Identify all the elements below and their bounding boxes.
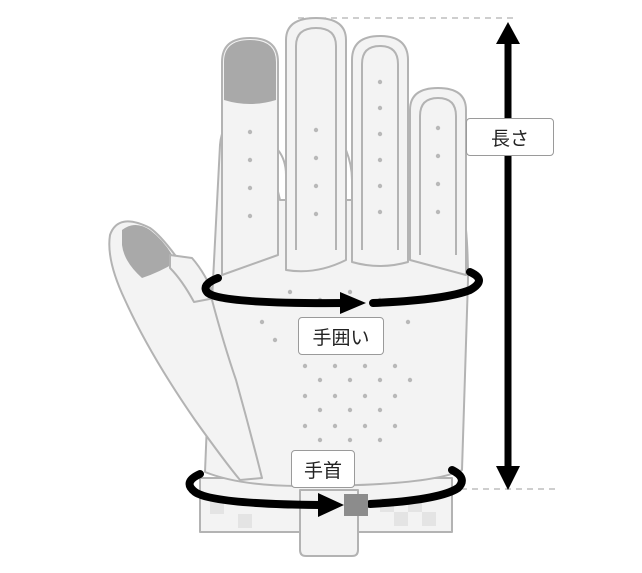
- ring-finger-inner: [361, 45, 399, 250]
- wrist-label: 手首: [291, 450, 355, 488]
- length-arrow: [496, 22, 520, 490]
- finger-gusset-1: [277, 149, 287, 176]
- finger-gusset-3: [407, 159, 411, 191]
- middle-finger-inner: [295, 27, 337, 250]
- perforation-dots: [247, 79, 441, 443]
- little-finger-inner: [419, 97, 457, 255]
- length-label: 長さ: [466, 118, 554, 156]
- finger-gusset-2: [345, 149, 353, 181]
- glove-illustration: [108, 17, 469, 557]
- glove-thumb: [108, 220, 263, 481]
- glove-ring-finger: [351, 35, 409, 267]
- hand-circumference-label: 手囲い: [298, 317, 384, 355]
- index-fingertip: [224, 40, 276, 104]
- glove-little-finger: [409, 87, 467, 276]
- wrist-strap-marker: [344, 494, 368, 516]
- hand-circumference-arrow: [201, 268, 483, 314]
- glove-middle-finger: [285, 17, 347, 273]
- wrist-arrow: [185, 466, 466, 517]
- thumb-tip: [122, 225, 176, 278]
